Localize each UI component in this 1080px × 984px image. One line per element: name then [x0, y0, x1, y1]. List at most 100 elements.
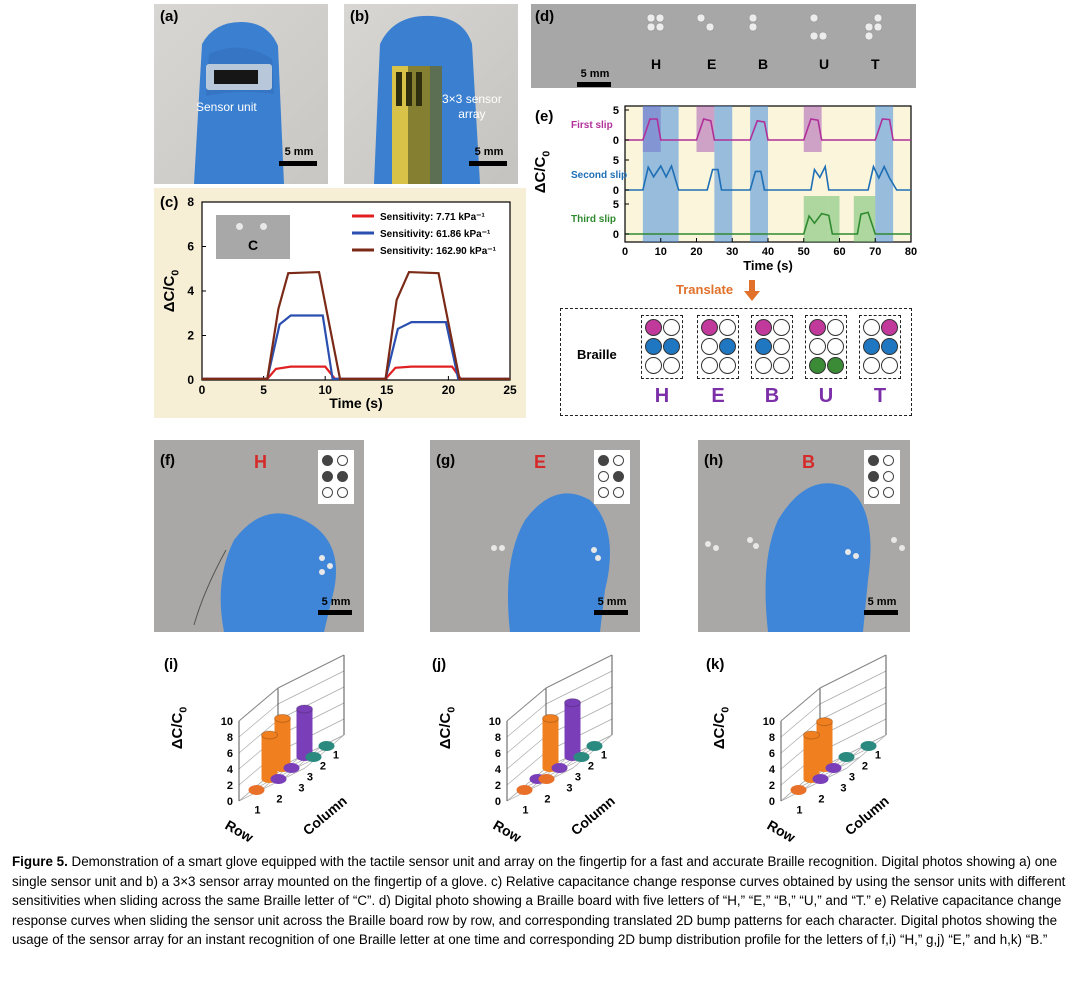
annotation-sensor-unit: Sensor unit [196, 100, 257, 114]
bar-top [274, 713, 291, 723]
braille-dot [809, 319, 826, 336]
z-axis-label: ΔC/C0 [711, 707, 732, 750]
z-tick-label: 2 [495, 780, 501, 792]
bar-disc [270, 774, 287, 784]
glove-hand-f [193, 513, 336, 632]
dot-card-dot [613, 487, 624, 498]
braille-dot [881, 319, 898, 336]
braille-dot [809, 357, 826, 374]
braille-row-label: Braille [577, 347, 617, 362]
dot-card-g [594, 450, 630, 504]
y-tick-label: 5 [613, 199, 619, 211]
x-tick-label: 20 [690, 246, 702, 258]
braille-bump [655, 22, 665, 32]
x-axis-label: Time (s) [329, 395, 382, 411]
scale-label-a: 5 mm [284, 146, 314, 158]
bar-body [542, 718, 559, 768]
floor-grid [793, 756, 861, 791]
braille-bumps-d [646, 13, 883, 41]
axis-edge [780, 687, 821, 722]
col-tick-label: 2 [818, 794, 824, 806]
dot-card-f [318, 450, 354, 504]
y-axis-label: Column [842, 793, 892, 839]
dot-card-dot [613, 455, 624, 466]
dot-card-dot [598, 455, 609, 466]
floor-grid [532, 745, 600, 780]
row-tick-label: 1 [333, 749, 339, 761]
braille-bump [748, 22, 758, 32]
braille-dot [773, 338, 790, 355]
inset-photo-c: C [216, 215, 290, 259]
z-tick-label: 8 [769, 732, 775, 744]
braille-dot [863, 357, 880, 374]
scale-bar-f [318, 610, 352, 615]
floor-grid [304, 734, 345, 769]
braille-cell-letter: H [654, 385, 670, 407]
col-tick-label: 3 [298, 783, 304, 795]
bar-top [542, 713, 559, 723]
braille-dot [663, 338, 680, 355]
dot-card-dot [337, 487, 348, 498]
floor-grid [528, 756, 569, 791]
z-tick-label: 10 [763, 716, 775, 728]
wall-grid [506, 751, 547, 786]
dot-card-dot [868, 471, 879, 482]
shade-band [750, 106, 768, 242]
floor-grid [802, 756, 843, 791]
shade-band [828, 196, 840, 242]
braille-dot [809, 338, 826, 355]
legend-label: Sensitivity: 162.90 kPa⁻¹ [380, 246, 497, 257]
braille-letter-b: B [758, 56, 769, 72]
panel-label-f: (f) [160, 452, 175, 469]
braille-dot [827, 338, 844, 355]
panel-label-e: (e) [535, 108, 554, 125]
panel-label-g: (g) [436, 452, 456, 469]
bar-disc [283, 763, 300, 773]
wall-grid [545, 670, 613, 705]
dot-card-dot [883, 471, 894, 482]
bar-disc [838, 752, 855, 762]
shade-band [875, 106, 894, 242]
y-tick-label: 0 [613, 135, 619, 147]
braille-dot [827, 357, 844, 374]
braille-dot [701, 319, 718, 336]
z-tick-label: 8 [227, 732, 233, 744]
braille-bump [646, 22, 656, 32]
bar-disc [790, 785, 807, 795]
wall-grid [506, 767, 547, 802]
braille-dot [701, 357, 718, 374]
y-tick-label: 5 [613, 105, 619, 117]
translate-arrow-icon [744, 280, 760, 301]
photo-f: (f) H 5 mm [154, 440, 364, 632]
x-tick-label: 40 [762, 246, 774, 258]
x-axis-label: Row [765, 817, 799, 846]
dot-card-dot [337, 471, 348, 482]
photo-b: (b) 3×3 sensor array 5 mm [344, 4, 518, 184]
x-tick-label: 25 [503, 383, 517, 397]
axis-edge [238, 687, 279, 722]
dot-card-h [864, 450, 900, 504]
wall-grid [506, 735, 547, 770]
legend-label: Sensitivity: 61.86 kPa⁻¹ [380, 229, 491, 240]
series-line [202, 270, 510, 380]
bar-disc [516, 785, 533, 795]
z-axis-label: ΔC/C0 [169, 707, 190, 750]
floor-grid [572, 734, 613, 769]
x-tick-label: 15 [380, 383, 394, 397]
scale-bar-b [469, 161, 507, 166]
bar-disc [538, 774, 555, 784]
col-tick-label: 3 [566, 783, 572, 795]
floor-grid [282, 745, 323, 780]
shade-band [642, 106, 679, 242]
bar-top [564, 698, 581, 708]
x-tick-label: 5 [260, 383, 267, 397]
dot-card-dot [598, 487, 609, 498]
bar-top [816, 717, 833, 727]
y-axis-label: ΔC/C0 [532, 151, 553, 194]
scale-bar-d [577, 82, 611, 87]
dot-card-dot [322, 487, 333, 498]
glove-finger-a [194, 22, 284, 184]
z-tick-label: 2 [227, 780, 233, 792]
photo-letter-g: E [534, 452, 547, 472]
